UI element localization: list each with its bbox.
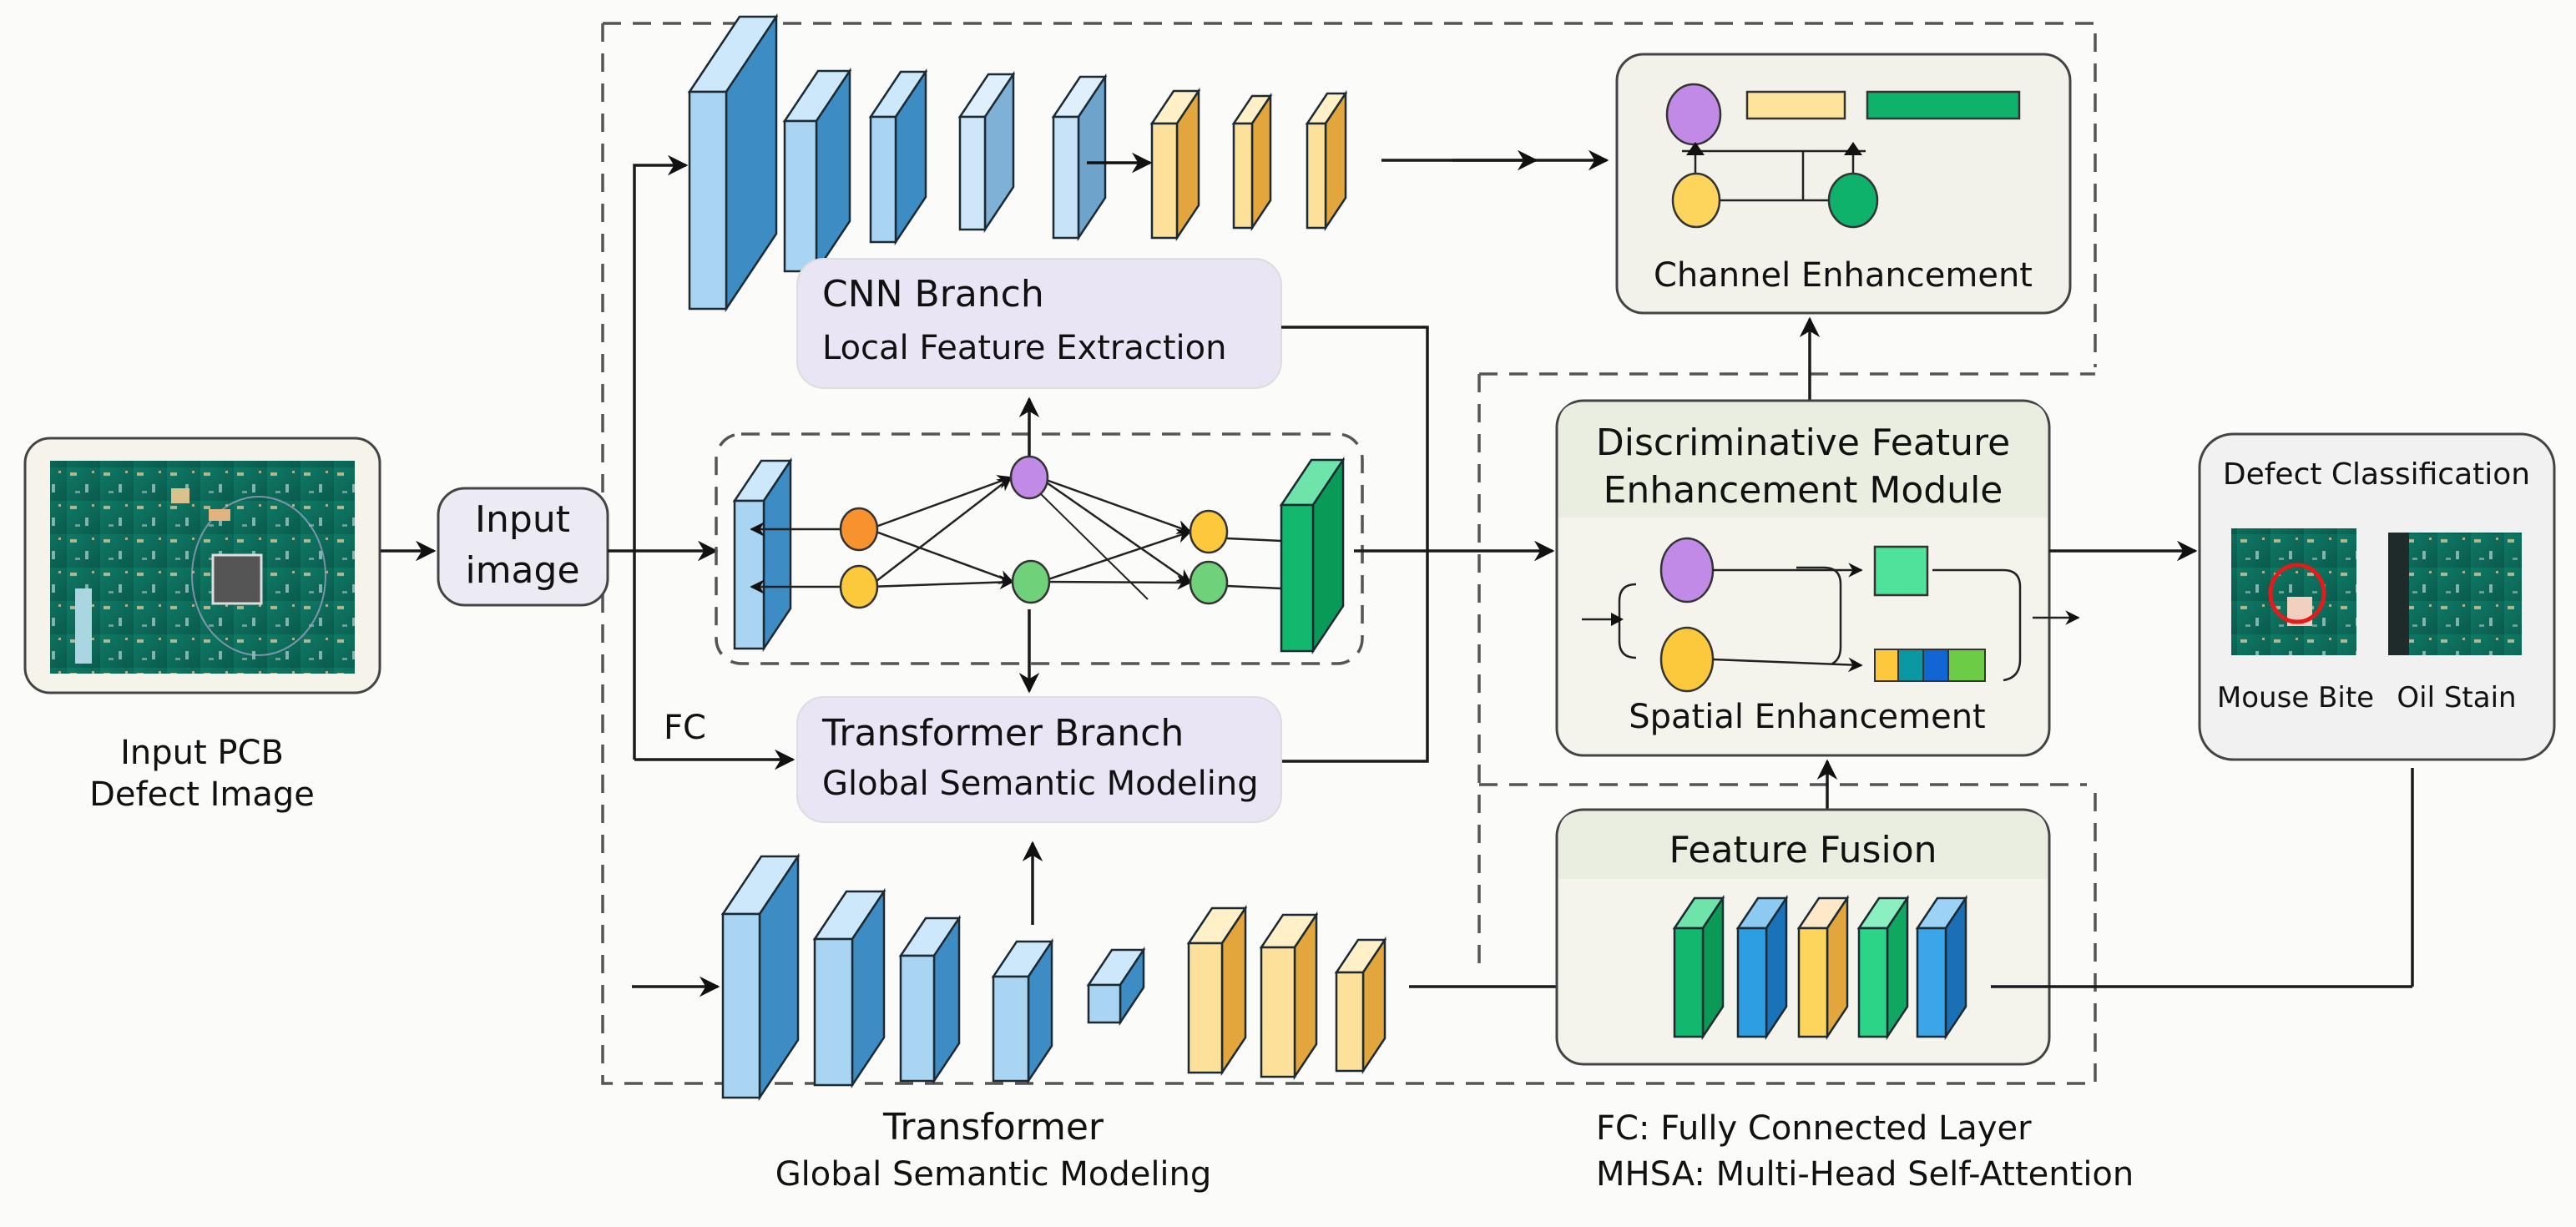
cnn-block-6	[1152, 91, 1199, 238]
input-box-line1: Input	[475, 498, 570, 541]
cnn-block-3	[871, 72, 926, 242]
input-box-line2: image	[465, 549, 579, 592]
caption-transformer-subtitle: Global Semantic Modeling	[775, 1155, 1212, 1194]
defect-classification-box[interactable]: Defect Classification Mouse Bite Oil Sta…	[2200, 434, 2554, 760]
channel-enhancement-label: Channel Enhancement	[1654, 256, 2033, 295]
cnn-block-5	[1053, 77, 1105, 238]
legend-fc: FC: Fully Connected Layer	[1596, 1109, 2032, 1148]
gold-node	[1673, 174, 1720, 227]
attention-edge	[1041, 582, 1190, 583]
cnn-branch-title: CNN Branch	[822, 273, 1044, 316]
transformer-feature-blocks	[723, 856, 1385, 1098]
attention-graph	[735, 457, 1343, 651]
yellow-bar	[1747, 92, 1845, 119]
attention-node-y1	[841, 566, 877, 608]
transformer-block-7	[1261, 915, 1316, 1077]
attention-node-o	[841, 508, 877, 550]
feature-fusion-box[interactable]: Feature Fusion	[1557, 810, 2412, 1064]
transformer-block-2	[815, 891, 884, 1085]
attention-output-block	[1281, 460, 1343, 651]
transformer-block-4	[993, 942, 1052, 1081]
attention-node-g2	[1190, 562, 1227, 603]
cnn-block-1	[689, 17, 776, 309]
pcb-label-line2: Defect Image	[89, 775, 315, 814]
spatial-enhancement-label: Spatial Enhancement	[1629, 698, 1985, 736]
cnn-branch-box[interactable]: CNN Branch Local Feature Extraction	[797, 259, 1281, 388]
cnn-block-7	[1234, 96, 1270, 228]
green-bar	[1867, 92, 2019, 119]
class-label-oil-stain: Oil Stain	[2397, 681, 2516, 714]
cnn-block-8	[1307, 93, 1346, 228]
transformer-block-6	[1189, 908, 1245, 1073]
fusion-block-3	[1799, 898, 1847, 1037]
dfem-title-line1: Discriminative Feature	[1596, 422, 2010, 464]
cnn-block-4	[960, 74, 1013, 230]
dfem-gold-node	[1661, 628, 1713, 691]
class-label-mouse-bite: Mouse Bite	[2217, 681, 2374, 714]
fusion-block-4	[1859, 898, 1907, 1037]
transformer-block-1	[723, 856, 798, 1098]
connector-vertical-split	[634, 165, 686, 760]
dfem-color-strip	[1875, 649, 1985, 681]
channel-enhancement-box[interactable]: Channel Enhancement	[1617, 54, 2070, 313]
transformer-block-5	[1088, 950, 1144, 1022]
attention-edge	[869, 529, 1013, 582]
attention-edge	[869, 477, 1011, 587]
fc-label: FC	[664, 709, 706, 747]
attention-edge	[869, 477, 1011, 529]
mouse-bite-sample	[2231, 528, 2356, 655]
fusion-block-1	[1674, 898, 1723, 1037]
transformer-branch-box[interactable]: Transformer Branch Global Semantic Model…	[797, 697, 1281, 822]
pcb-photo	[50, 461, 355, 674]
attention-edge	[1041, 532, 1190, 582]
feature-fusion-title: Feature Fusion	[1669, 829, 1937, 871]
caption-transformer-title: Transformer	[882, 1106, 1104, 1149]
dfem-box[interactable]: Discriminative Feature Enhancement Modul…	[1557, 401, 2078, 755]
transformer-block-3	[901, 918, 959, 1081]
dfem-green-square	[1875, 547, 1927, 595]
defect-classification-title: Defect Classification	[2223, 457, 2530, 492]
legend-mhsa: MHSA: Multi-Head Self-Attention	[1596, 1155, 2134, 1194]
dfem-purple-node	[1661, 538, 1713, 602]
green-node	[1829, 174, 1877, 227]
dfem-title-line2: Enhancement Module	[1604, 469, 2003, 512]
attention-edge	[869, 582, 1013, 587]
transformer-block-8	[1336, 940, 1385, 1071]
attention-edge	[1039, 477, 1190, 532]
purple-node	[1667, 84, 1720, 144]
attention-node-y2	[1190, 511, 1227, 553]
attention-input-block	[735, 461, 790, 649]
input-image-box[interactable]: Input image	[438, 488, 608, 605]
input-pcb-image-card	[25, 438, 380, 693]
fusion-block-5	[1917, 898, 1966, 1037]
transformer-branch-subtitle: Global Semantic Modeling	[822, 765, 1259, 803]
pcb-label-line1: Input PCB	[120, 734, 284, 772]
cnn-block-2	[785, 71, 850, 271]
attention-node-p	[1011, 457, 1048, 498]
cnn-branch-subtitle: Local Feature Extraction	[822, 329, 1226, 367]
attention-node-g1	[1013, 561, 1049, 603]
oil-stain-sample	[2388, 533, 2522, 655]
transformer-branch-title: Transformer Branch	[821, 712, 1184, 755]
fusion-block-2	[1738, 898, 1786, 1037]
